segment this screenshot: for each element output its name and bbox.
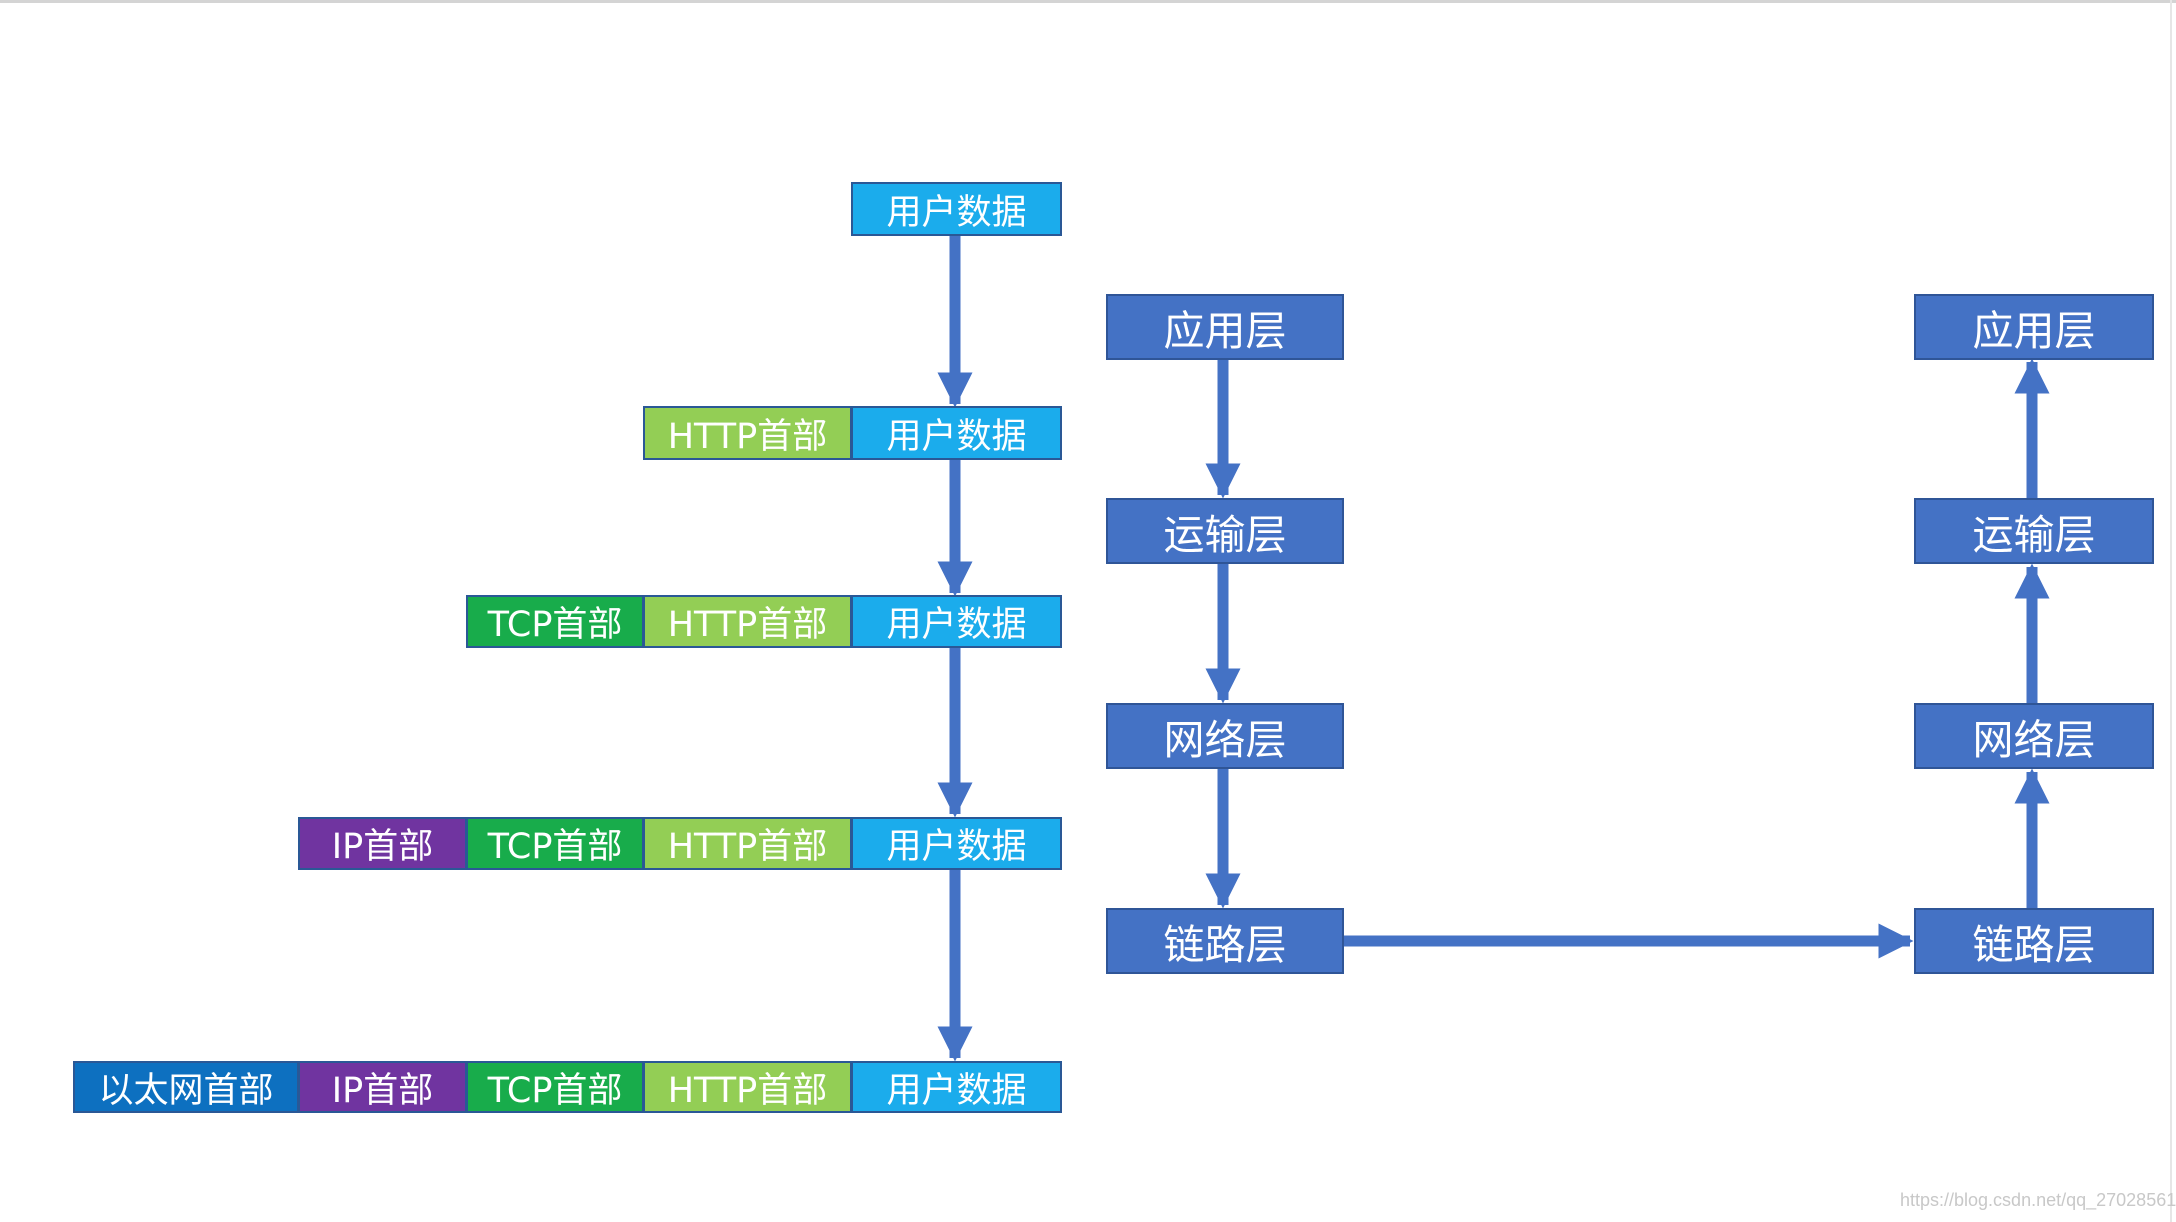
row4-ip-header: IP首部	[298, 817, 467, 870]
sender-transport-layer: 运输层	[1106, 498, 1344, 564]
sender-link-layer: 链路层	[1106, 908, 1344, 974]
row2-http-header: HTTP首部	[643, 406, 852, 460]
row3-user-data: 用户数据	[851, 595, 1062, 648]
watermark-text: https://blog.csdn.net/qq_27028561	[1900, 1190, 2176, 1210]
top-border-line	[0, 0, 2176, 3]
row5-ethernet-header: 以太网首部	[73, 1061, 299, 1113]
right-border-line	[2170, 0, 2172, 1222]
row3-tcp-header: TCP首部	[466, 595, 644, 648]
receiver-application-layer: 应用层	[1914, 294, 2154, 360]
sender-network-layer: 网络层	[1106, 703, 1344, 769]
receiver-link-layer: 链路层	[1914, 908, 2154, 974]
row2-user-data: 用户数据	[851, 406, 1062, 460]
receiver-transport-layer: 运输层	[1914, 498, 2154, 564]
row5-tcp-header: TCP首部	[466, 1061, 644, 1113]
receiver-network-layer: 网络层	[1914, 703, 2154, 769]
row4-http-header: HTTP首部	[643, 817, 852, 870]
row5-http-header: HTTP首部	[643, 1061, 852, 1113]
row5-user-data: 用户数据	[851, 1061, 1062, 1113]
row4-user-data: 用户数据	[851, 817, 1062, 870]
sender-application-layer: 应用层	[1106, 294, 1344, 360]
row1-user-data: 用户数据	[851, 182, 1062, 236]
row3-http-header: HTTP首部	[643, 595, 852, 648]
row5-ip-header: IP首部	[298, 1061, 467, 1113]
row4-tcp-header: TCP首部	[466, 817, 644, 870]
